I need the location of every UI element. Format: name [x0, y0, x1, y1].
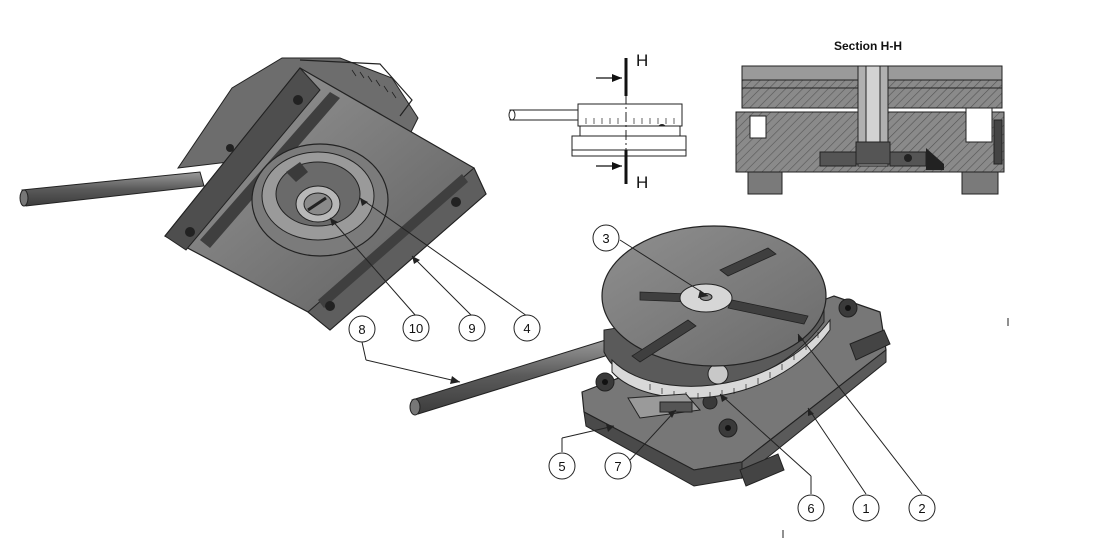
rotary-table-isometric	[409, 225, 1009, 538]
handle-rod-left	[19, 171, 205, 207]
side-view: H H	[508, 51, 687, 192]
callout-label: 4	[523, 321, 530, 336]
callout-label: 10	[409, 321, 423, 336]
callout-label: 7	[614, 459, 621, 474]
callout-label: 8	[358, 322, 365, 337]
section-marker-bottom: H	[636, 173, 648, 192]
callout-9: 9	[458, 314, 486, 342]
underside-view	[19, 57, 487, 331]
callout-5: 5	[548, 452, 576, 480]
callout-1: 1	[852, 494, 880, 522]
section-view: Section H-H	[735, 39, 1005, 195]
callout-label: 6	[807, 501, 814, 516]
leader-arrows	[330, 198, 814, 432]
callout-label: 3	[602, 231, 609, 246]
callout-6: 6	[797, 494, 825, 522]
callout-label: 5	[558, 459, 565, 474]
callout-label: 9	[468, 321, 475, 336]
section-marker-top: H	[636, 51, 648, 70]
callout-10: 10	[402, 314, 430, 342]
callout-3: 3	[592, 224, 620, 252]
callout-label: 1	[862, 501, 869, 516]
callout-4: 4	[513, 314, 541, 342]
handle-rod	[409, 337, 619, 416]
callout-8: 8	[348, 315, 376, 343]
leader-lines	[329, 197, 923, 495]
callout-2: 2	[908, 494, 936, 522]
section-title: Section H-H	[834, 39, 902, 53]
callout-label: 2	[918, 501, 925, 516]
callout-7: 7	[604, 452, 632, 480]
